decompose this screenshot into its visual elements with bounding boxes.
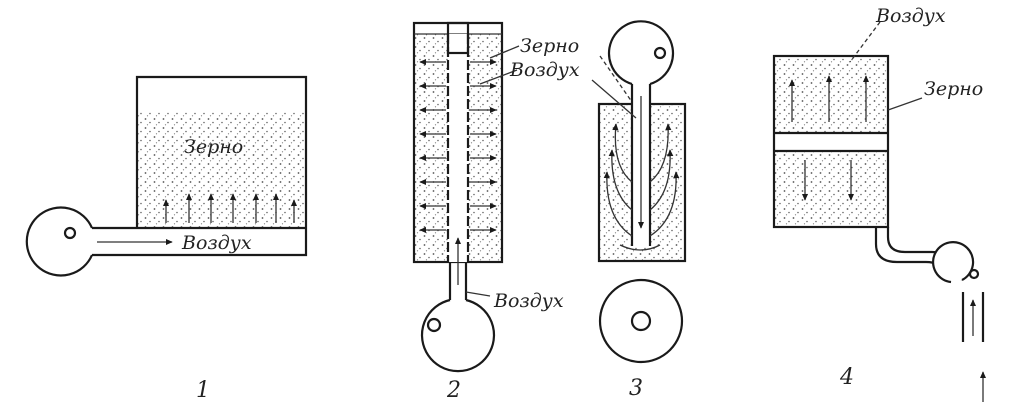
grain-fill-lower bbox=[774, 151, 888, 227]
grain-label: Зерно bbox=[184, 136, 243, 158]
grain-label: Зерно bbox=[520, 35, 579, 57]
figure-number: 4 bbox=[839, 365, 854, 390]
return-air-arrows bbox=[603, 123, 680, 251]
grain-fill-upper bbox=[774, 56, 888, 133]
fan-hub bbox=[426, 317, 442, 333]
figure-number: 1 bbox=[196, 378, 210, 403]
fan-hub-bottom bbox=[630, 310, 652, 332]
figure-1: Зерно Воздух 1 bbox=[25, 75, 308, 403]
figure-3: 3 bbox=[591, 20, 687, 401]
center-pipe bbox=[448, 34, 468, 262]
upward-air-arrows bbox=[162, 193, 298, 223]
fan-housing-bottom bbox=[598, 278, 684, 364]
fan-hub-top bbox=[653, 46, 667, 60]
inlet-pipe bbox=[961, 292, 985, 342]
inlet-pipe bbox=[448, 262, 468, 300]
grain-label: Зерно bbox=[924, 78, 983, 100]
lateral-air-arrows bbox=[419, 58, 497, 234]
fan-housing bbox=[931, 241, 975, 284]
figure-number: 3 bbox=[629, 376, 643, 401]
figure-4: Воздух Зерно 4 bbox=[772, 5, 987, 402]
air-label: Воздух bbox=[875, 5, 946, 27]
fan-housing-top bbox=[607, 20, 675, 86]
fan-hub bbox=[63, 226, 77, 240]
upward-air-arrows bbox=[788, 75, 870, 122]
fan-housing bbox=[420, 298, 496, 373]
downward-air-arrows bbox=[801, 160, 855, 201]
fan-housing bbox=[25, 206, 94, 277]
air-label-bottom: Воздух bbox=[493, 290, 564, 312]
figure-number: 2 bbox=[446, 378, 461, 403]
fan-hub bbox=[968, 268, 980, 280]
grain-fill bbox=[137, 111, 306, 228]
figure-2: Зерно Воздух Воздух 2 bbox=[412, 21, 580, 403]
air-label-top: Воздух bbox=[509, 59, 580, 81]
air-label: Воздух bbox=[181, 232, 252, 254]
bin-outline bbox=[772, 54, 890, 229]
bin-outline bbox=[92, 75, 308, 257]
